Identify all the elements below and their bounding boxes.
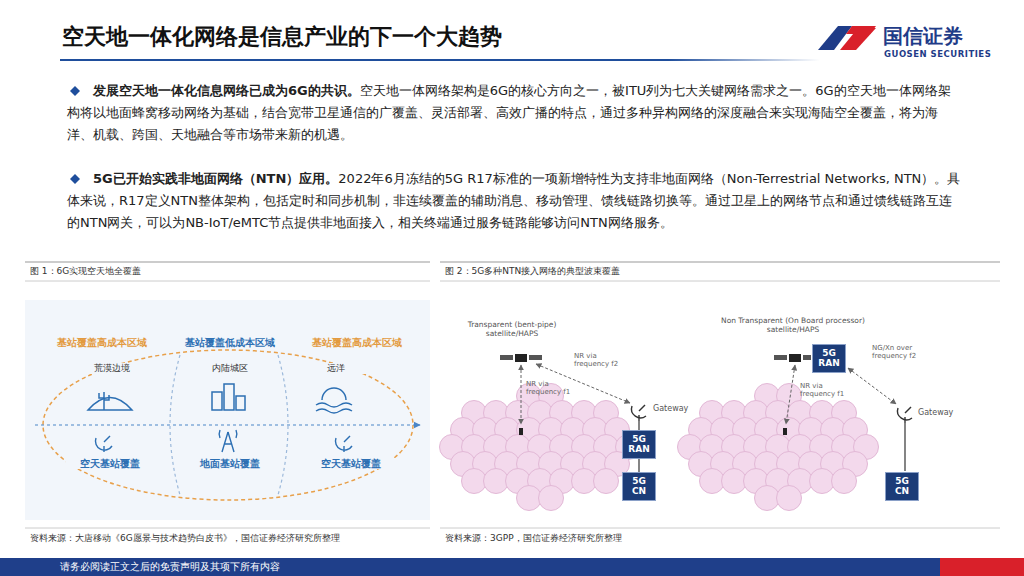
bullet-heading: 发展空天地一体化信息网络已成为6G的共识。: [93, 83, 360, 98]
gateway-dishes: [632, 405, 912, 423]
beam-cell: [594, 469, 619, 494]
coverage-label: 空天基站覆盖: [307, 458, 395, 469]
bullet-diamond: [70, 174, 80, 184]
beam-cell: [810, 469, 835, 494]
network-box: 5G RAN: [622, 430, 656, 459]
source-note: 资料来源：3GPP，国信证券经济研究所整理: [445, 533, 622, 544]
box-text: 5G RAN: [815, 348, 843, 369]
gateway-label: Gateway: [653, 404, 688, 414]
caption-rules: [25, 262, 1000, 528]
coverage-label: 地面基站覆盖: [186, 458, 274, 469]
area-label: 内陆城区: [200, 363, 260, 374]
beam-cell: [484, 469, 509, 494]
slide-title: 空天地一体化网络是信息产业的下一个大趋势: [62, 24, 502, 50]
link-label: NG/Xn over frequency f2: [872, 344, 934, 361]
logo-mark: [818, 26, 876, 50]
region-label: 基站覆盖低成本区域: [180, 337, 280, 348]
link-line: [638, 459, 639, 472]
coverage-label: 空天基站覆盖: [66, 458, 154, 469]
region-label: 基站覆盖高成本区域: [52, 337, 152, 348]
bullet-diamond: [70, 86, 80, 96]
beam-cell: [572, 469, 597, 494]
footer-accent: [940, 558, 1024, 576]
bullet-paragraph: 发展空天地一体化信息网络已成为6G的共识。空天地一体网络架构是6G的核心方向之一…: [67, 80, 962, 146]
figure-caption: 图 2：5G多种NTN接入网络的典型波束覆盖: [445, 266, 620, 277]
coverage-figure: [25, 300, 430, 520]
disclaimer: 请务必阅读正文之后的免责声明及其项下所有内容: [60, 561, 280, 573]
wired-links: [639, 421, 905, 471]
region-label: 基站覆盖高成本区域: [307, 337, 407, 348]
footer-bar: [0, 558, 1024, 576]
beam-cell: [722, 469, 747, 494]
network-box: 5G CN: [885, 472, 919, 501]
beam-cells: [440, 384, 879, 511]
satellite-caption: Non Transparent (On Board processor) sat…: [708, 316, 878, 334]
figure-caption: 图 1：6G实现空天地全覆盖: [30, 266, 141, 277]
beam-cell: [777, 486, 802, 511]
logo-subname: GUOSEN SECURITIES: [884, 49, 991, 59]
logo-name: 国信证券: [883, 24, 963, 48]
beam-cell: [832, 469, 857, 494]
area-label: 荒漠边境: [82, 363, 142, 374]
gateway-label: Gateway: [918, 408, 953, 418]
source-note: 资料来源：大唐移动《6G愿景与技术趋势白皮书》，国信证券经济研究所整理: [30, 533, 340, 544]
box-text: 5G CN: [625, 476, 653, 497]
beam-cell: [700, 469, 725, 494]
satellites: [500, 354, 811, 435]
beam-cell: [755, 486, 780, 511]
beam-cell: [517, 486, 542, 511]
bullet-paragraph: 5G已开始实践非地面网络（NTN）应用。2022年6月冻结的5G R17标准的一…: [67, 168, 962, 234]
area-label: 远洋: [306, 363, 366, 374]
title-rule: [60, 59, 820, 61]
bullet-heading: 5G已开始实践非地面网络（NTN）应用。: [93, 171, 338, 186]
beam-cell: [539, 486, 564, 511]
link-label: NR via frequency f1: [800, 382, 850, 399]
link-label: NR via frequency f1: [526, 380, 576, 397]
link-label: NR via frequency f2: [574, 352, 634, 369]
box-text: 5G RAN: [625, 434, 653, 455]
network-box: 5G RAN: [812, 344, 846, 373]
network-box: 5G CN: [622, 472, 656, 501]
satellite-caption: Transparent (bent-pipe) satellite/HAPS: [462, 320, 562, 338]
box-text: 5G CN: [888, 476, 916, 497]
radio-links: [521, 364, 896, 424]
beam-cell: [462, 469, 487, 494]
